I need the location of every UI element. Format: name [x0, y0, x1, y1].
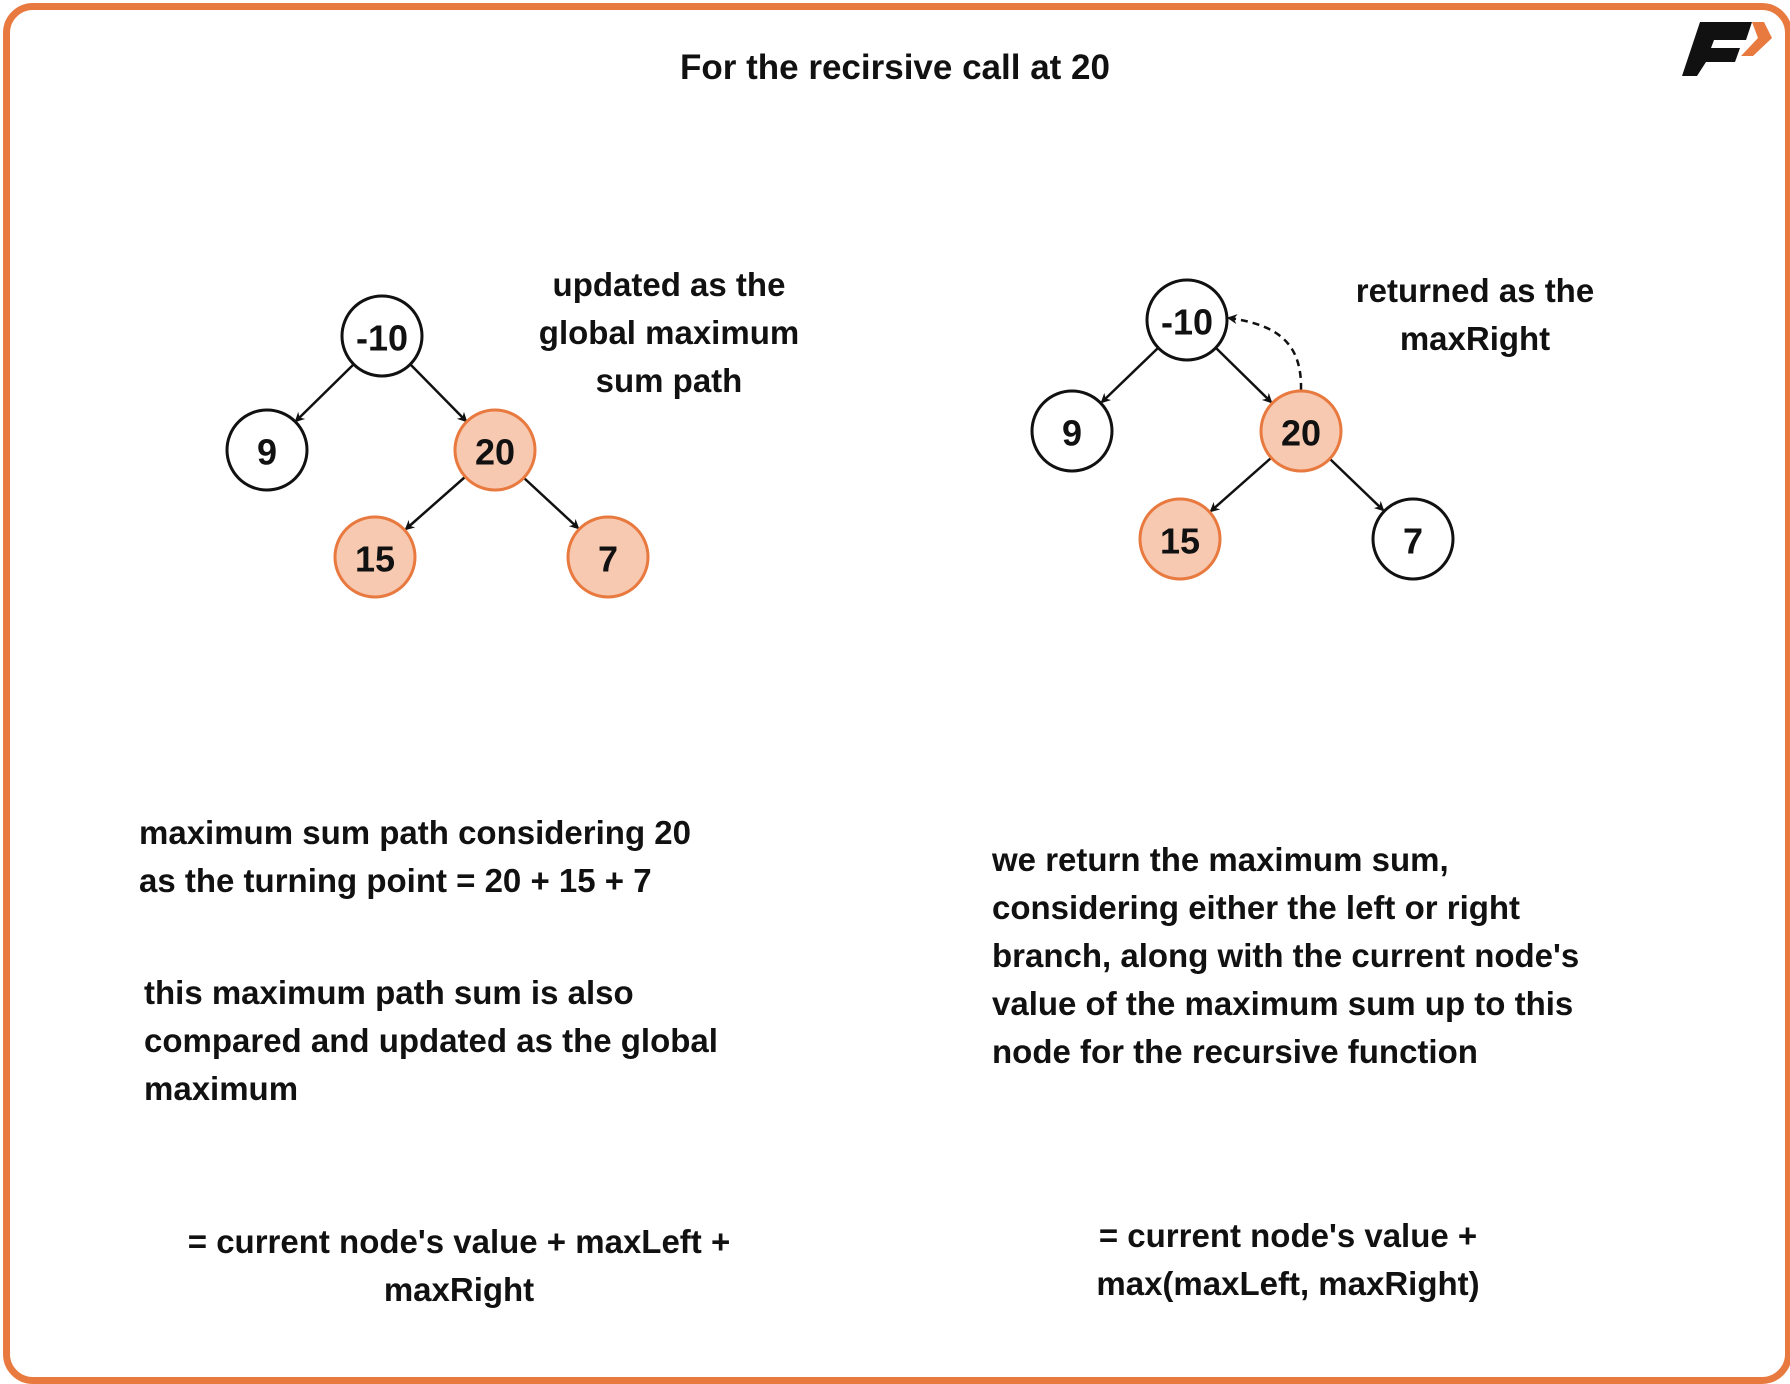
- tree-node: -10: [340, 294, 424, 378]
- diagram-frame: [3, 3, 1790, 1384]
- left-formula: = current node's value + maxLeft +maxRig…: [187, 1223, 731, 1308]
- edge: [1215, 347, 1273, 404]
- right-explanation: we return the maximum sum,considering ei…: [992, 841, 1580, 1070]
- node-value: 20: [475, 432, 515, 473]
- right-formula: = current node's value +max(maxLeft, max…: [1096, 1217, 1480, 1302]
- node-circle: [1259, 389, 1343, 473]
- tree-node: 7: [566, 515, 650, 599]
- tree-node: 20: [1259, 389, 1343, 473]
- node-circle: [1145, 278, 1229, 362]
- right-tree: -10 9 20 15 7: [1030, 278, 1455, 581]
- edge: [409, 363, 468, 423]
- node-value: 7: [598, 539, 618, 580]
- edge: [1329, 458, 1385, 512]
- tree-node: 7: [1371, 497, 1455, 581]
- edge: [1100, 347, 1159, 404]
- tree-node: -10: [1145, 278, 1229, 362]
- node-circle: [1030, 389, 1114, 473]
- node-value: 9: [257, 432, 277, 473]
- tree-node: 9: [225, 408, 309, 492]
- node-value: 15: [1160, 521, 1200, 562]
- return-arrow: [1227, 314, 1303, 391]
- tree-node: 9: [1030, 389, 1114, 473]
- tree-node: 15: [333, 515, 417, 599]
- edge: [404, 476, 466, 531]
- edge: [1209, 457, 1272, 513]
- node-value: 15: [355, 539, 395, 580]
- left-tree: -10 9 20 15 7: [225, 294, 650, 599]
- node-value: 20: [1281, 413, 1321, 454]
- node-circle: [1371, 497, 1455, 581]
- edge: [294, 363, 355, 423]
- node-circle: [340, 294, 424, 378]
- node-circle: [566, 515, 650, 599]
- node-value: -10: [1161, 302, 1213, 343]
- node-circle: [453, 408, 537, 492]
- node-circle: [333, 515, 417, 599]
- page-title: For the recirsive call at 20: [680, 48, 1110, 87]
- node-circle: [225, 408, 309, 492]
- node-value: 7: [1403, 521, 1423, 562]
- node-value: 9: [1062, 413, 1082, 454]
- edge: [523, 477, 580, 530]
- node-value: -10: [356, 318, 408, 359]
- tree-node: 20: [453, 408, 537, 492]
- tree-node: 15: [1138, 497, 1222, 581]
- node-circle: [1138, 497, 1222, 581]
